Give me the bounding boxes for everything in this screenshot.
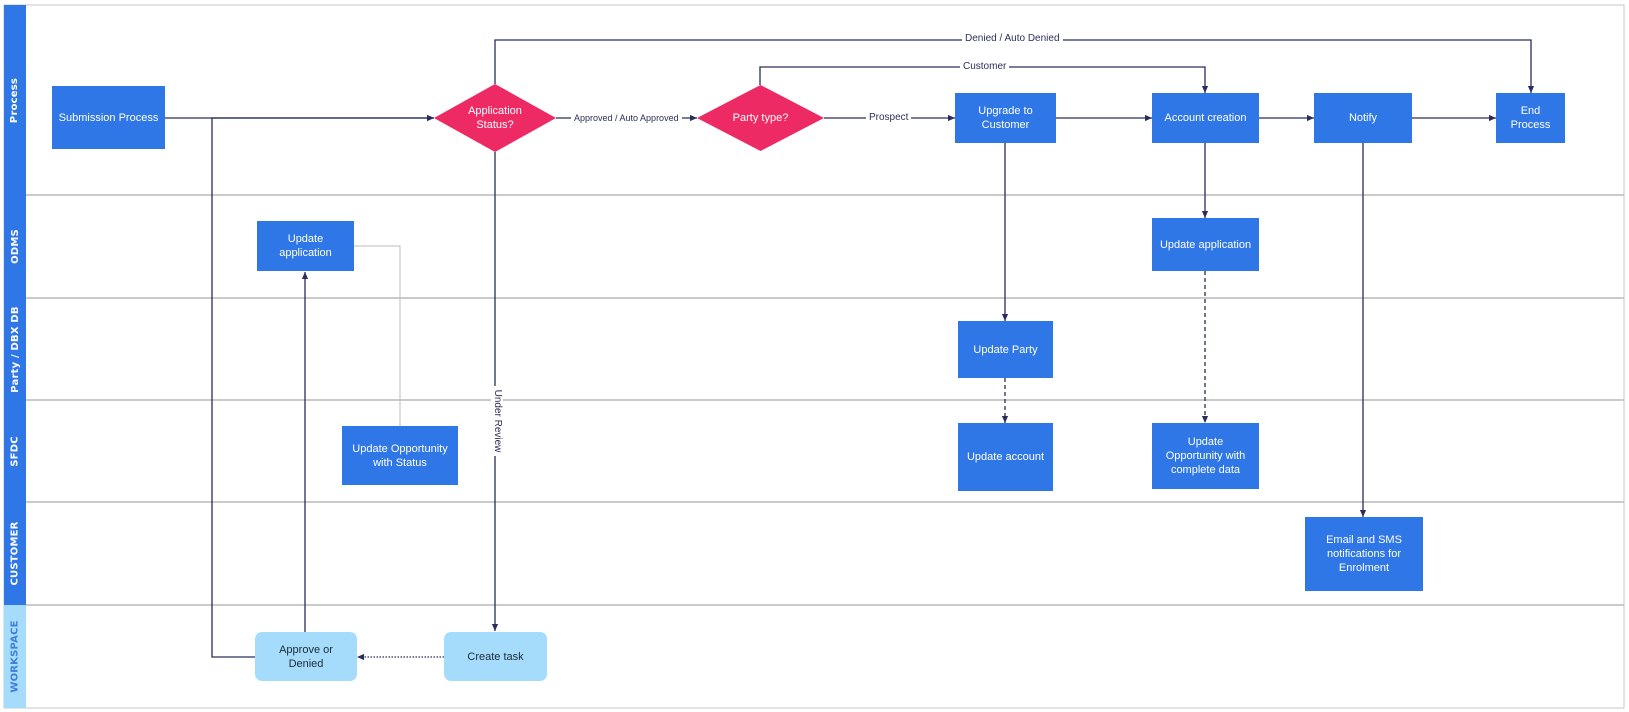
connector-approve-to-status [211,114,434,658]
lane-label-odms: ODMS [9,229,21,264]
node-submission-process[interactable]: Submission Process [52,86,165,149]
edge-label-prospect: Prospect [866,112,912,124]
node-party-type[interactable]: Party type? [697,85,824,151]
edge-label-customer: Customer [960,61,1010,73]
node-upgrade-to-customer[interactable]: Upgrade to Customer [955,93,1056,143]
edge-label-approved: Approved / Auto Approved [571,112,682,124]
lane-label-workspace: WORKSPACE [9,620,21,693]
lane-header-sfdc [4,400,26,502]
lane-label-process: Process [9,77,21,123]
decision-diamond-shape [434,84,556,152]
lane-header-odms [4,195,26,298]
node-party-type-label: Party type? [732,112,789,124]
edge-label-under-review: Under Review [491,386,503,456]
node-update-opportunity-complete[interactable]: Update Opportunity with complete data [1152,423,1259,489]
decision-diamond-shape [697,85,824,151]
node-application-status-label: Application Status? [468,105,522,131]
node-update-application-left[interactable]: Update application [257,221,354,271]
node-approve-or-denied[interactable]: Approve or Denied [255,632,357,681]
lane-header-workspace [4,605,26,708]
lane-header-process [4,5,26,195]
edge-label-denied: Denied / Auto Denied [962,33,1063,45]
lane-label-party: Party / DBX DB [9,305,21,393]
lane-label-customer: CUSTOMER [9,521,21,586]
connector-update-app-to-opportunity-status [354,245,401,426]
node-update-account[interactable]: Update account [958,423,1053,491]
node-email-sms-notifications[interactable]: Email and SMS notifications for Enrolmen… [1305,517,1423,591]
node-end-process[interactable]: End Process [1496,93,1565,143]
node-application-status[interactable]: Application Status? [434,84,556,152]
node-create-task[interactable]: Create task [444,632,547,681]
node-update-opportunity-status[interactable]: Update Opportunity with Status [342,426,458,485]
node-notify[interactable]: Notify [1314,93,1412,143]
lane-label-sfdc: SFDC [9,435,21,467]
node-update-application-right[interactable]: Update application [1152,218,1259,271]
node-update-party[interactable]: Update Party [958,321,1053,378]
node-account-creation[interactable]: Account creation [1152,93,1259,143]
lane-header-customer [4,502,26,605]
lane-header-party [4,298,26,400]
